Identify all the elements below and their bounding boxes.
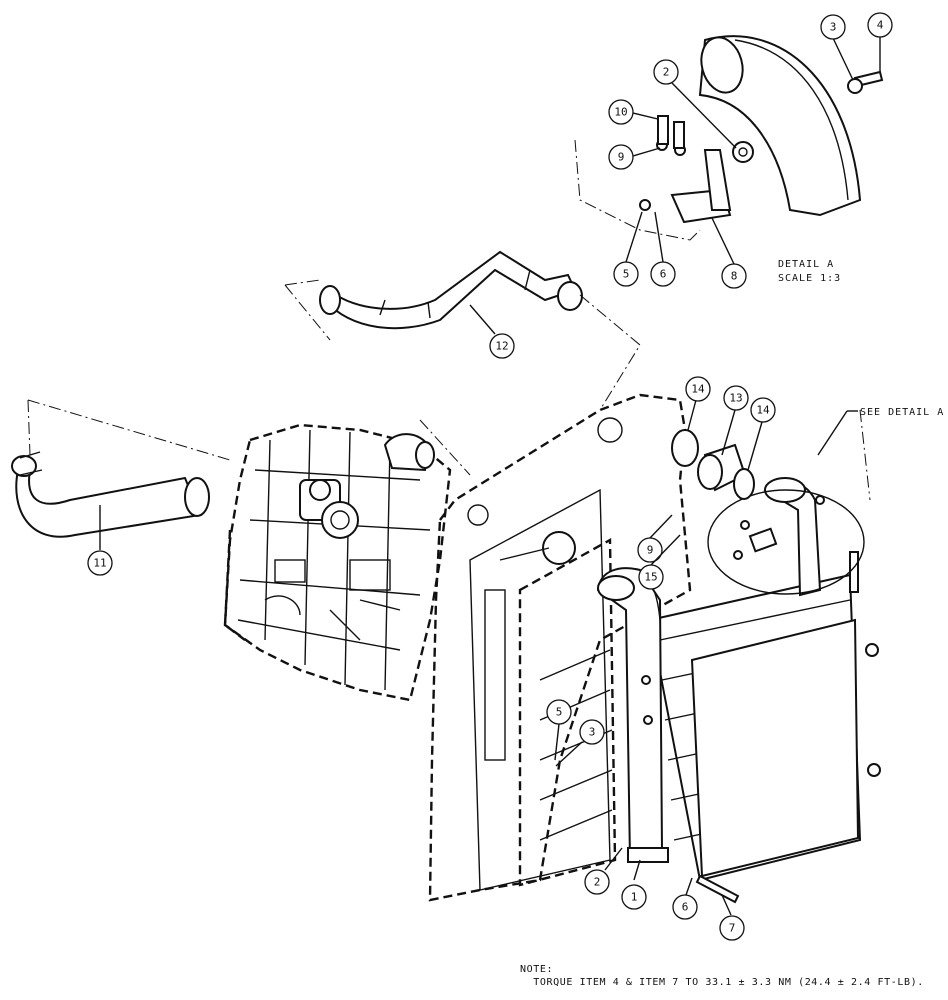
svg-text:8: 8 <box>731 270 738 283</box>
callout-5-nut-main: 5 <box>546 699 572 761</box>
svg-text:14: 14 <box>691 383 705 396</box>
cac-tube-item-1 <box>596 567 669 863</box>
callout-13-coupler: 13 <box>721 385 749 456</box>
callout-2-grommet-detail: 2 <box>653 59 737 149</box>
detail-a-title: DETAIL A <box>778 259 834 270</box>
note-heading: NOTE: <box>520 964 554 975</box>
cac-inlet-elbow <box>707 477 865 597</box>
callout-9-washer-main: 9 <box>637 514 673 563</box>
svg-text:6: 6 <box>682 901 689 914</box>
callout-3-washer-detail: 3 <box>820 14 854 81</box>
svg-text:4: 4 <box>877 19 884 32</box>
callout-11-hose: 11 <box>87 505 113 576</box>
detail-a-view <box>574 35 884 241</box>
callout-5-nut-detail: 5 <box>613 211 643 287</box>
callout-14-clamp-right: 14 <box>747 397 776 471</box>
callout-1-tube: 1 <box>621 859 647 910</box>
callout-3-washer-main: 3 <box>555 719 605 767</box>
callout-9-washer-detail: 9 <box>608 144 661 170</box>
svg-text:14: 14 <box>756 404 770 417</box>
callout-7-bolt: 7 <box>695 874 745 941</box>
callout-14-clamp-left: 14 <box>685 376 711 431</box>
callout-15: 15 <box>638 534 681 590</box>
callout-6-washer-detail: 6 <box>650 211 676 287</box>
note-text: TORQUE ITEM 4 & ITEM 7 TO 33.1 ± 3.3 NM … <box>533 977 924 988</box>
svg-text:3: 3 <box>589 726 596 739</box>
callout-6-washer-main: 6 <box>672 877 698 920</box>
svg-text:12: 12 <box>495 340 508 353</box>
svg-text:9: 9 <box>618 151 625 164</box>
svg-text:5: 5 <box>623 268 630 281</box>
hose-item-11 <box>11 451 210 538</box>
coupler-item-13 <box>671 429 755 500</box>
leader-lines <box>27 279 871 501</box>
svg-text:5: 5 <box>556 706 563 719</box>
svg-text:7: 7 <box>729 922 736 935</box>
engine-block <box>223 423 452 702</box>
svg-text:9: 9 <box>647 544 654 557</box>
detail-a-scale: SCALE 1:3 <box>778 273 841 284</box>
svg-text:10: 10 <box>614 106 627 119</box>
svg-text:13: 13 <box>729 392 742 405</box>
callout-2-grommet-main: 2 <box>584 847 623 895</box>
callout-12-hose: 12 <box>469 304 515 359</box>
svg-text:15: 15 <box>644 571 657 584</box>
callout-4-bolt: 4 <box>867 12 893 72</box>
svg-text:11: 11 <box>93 557 106 570</box>
svg-text:2: 2 <box>594 876 601 889</box>
see-detail-a-label: SEE DETAIL A <box>860 407 944 418</box>
charge-air-cooler <box>648 551 881 882</box>
hose-item-12 <box>319 250 583 330</box>
radiator-shroud <box>428 393 692 902</box>
callout-10-bolt: 10 <box>608 99 685 149</box>
torque-note: NOTE: TORQUE ITEM 4 & ITEM 7 TO 33.1 ± 3… <box>520 963 924 989</box>
svg-text:3: 3 <box>830 21 837 34</box>
callout-8-bracket: 8 <box>711 217 747 289</box>
svg-text:6: 6 <box>660 268 667 281</box>
callout-1-text: 1 <box>631 891 638 904</box>
svg-text:2: 2 <box>663 66 670 79</box>
